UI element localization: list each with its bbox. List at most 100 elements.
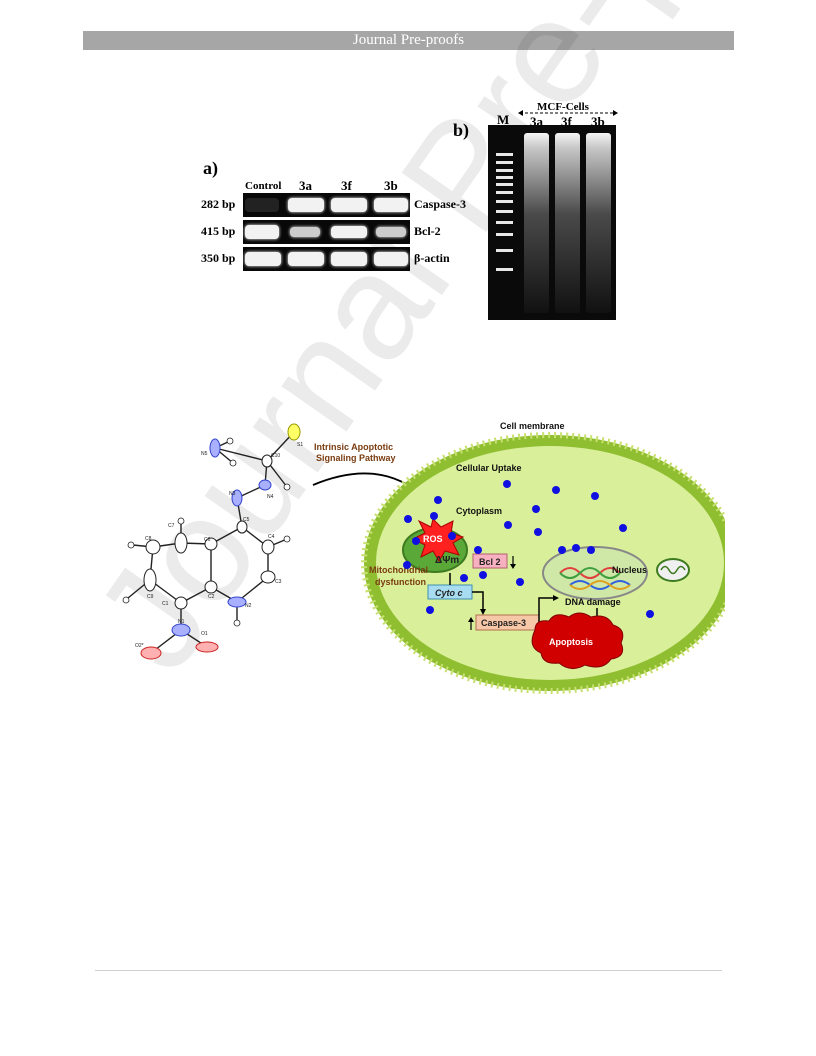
dna-damage-label: DNA damage <box>565 597 621 607</box>
atom-label: C7 <box>168 523 175 529</box>
atom-c9 <box>143 568 157 592</box>
gel-b-image <box>496 133 611 313</box>
gel-row-bcl2 <box>243 220 410 244</box>
atom-label: C1 <box>162 601 169 607</box>
cellular-uptake-label: Cellular Uptake <box>456 463 522 473</box>
mito-dysfunction-line2: dysfunction <box>375 577 426 587</box>
cytoplasm-label: Cytoplasm <box>456 506 502 516</box>
lane-label-3f: 3f <box>561 114 572 129</box>
ros-burst <box>411 518 465 562</box>
cell-membrane-label: Cell membrane <box>500 421 565 431</box>
footer-rule <box>95 970 722 971</box>
band-3b <box>376 227 406 237</box>
atom-c5 <box>236 520 248 534</box>
cytoc-to-caspase-arrowhead <box>480 609 486 615</box>
gene-label-bcl2: Bcl-2 <box>414 224 441 238</box>
pathway-title-line2: Signaling Pathway <box>316 453 396 463</box>
atom-c2 <box>204 580 218 594</box>
band-3a <box>288 198 324 212</box>
band-3b <box>374 198 408 212</box>
atom-c10 <box>261 454 273 468</box>
atom-c6 <box>204 537 218 551</box>
caspase-to-dna-arrow <box>538 597 555 622</box>
atom-label: N4 <box>267 494 274 500</box>
lane-label-m: M <box>497 112 510 127</box>
band-control <box>245 225 279 239</box>
pathway-title-line1: Intrinsic Apoptotic <box>314 442 393 452</box>
hydrogen-atoms <box>122 437 291 627</box>
gel-row-bactin <box>243 247 410 271</box>
lane-label-control: Control <box>245 180 282 192</box>
row-size-caspase3: 282 bp <box>201 197 236 211</box>
atom-label: S1 <box>297 442 303 448</box>
mitochondrion-small <box>656 558 690 582</box>
nucleus <box>542 546 648 600</box>
atom-label: N1 <box>178 619 185 625</box>
cyto-c-label: Cyto c <box>435 588 463 598</box>
atom-c1 <box>174 596 188 610</box>
atom-label: C5 <box>243 517 250 523</box>
atom-n2 <box>227 596 247 608</box>
atom-c3 <box>260 570 276 584</box>
atom-n4 <box>258 479 272 491</box>
gene-label-caspase3: Caspase-3 <box>414 197 467 211</box>
apoptosis-mechanism-diagram: S1 N5 C10 N4 N3 C5 C4 C6 C7 C8 C3 C9 C1 … <box>122 421 725 694</box>
atom-c7 <box>174 532 188 554</box>
band-3a <box>290 227 320 237</box>
atom-label: C8 <box>145 536 152 542</box>
bcl2-down-arrowhead <box>510 564 516 569</box>
atom-s1 <box>287 423 301 441</box>
mcf-cells-label: MCF-Cells <box>537 101 589 113</box>
atom-n1 <box>171 623 191 637</box>
atom-n5 <box>209 438 221 458</box>
atom-c4 <box>261 539 275 555</box>
row-size-bactin: 350 bp <box>201 251 236 265</box>
mcf-cells-bracket <box>518 110 618 116</box>
membrane-beads <box>361 432 725 694</box>
band-3f <box>331 252 367 266</box>
lane-label-3b: 3b <box>384 178 398 193</box>
band-control <box>245 252 281 266</box>
atom-label: N3 <box>229 491 236 497</box>
apoptosis-cloud <box>531 612 624 669</box>
atoms <box>140 423 301 660</box>
bcl2-box <box>472 553 508 569</box>
apoptosis-label: Apoptosis <box>549 637 593 647</box>
nucleus-label: Nucleus <box>612 565 647 575</box>
compound-dots <box>403 480 654 618</box>
atom-n3 <box>231 489 243 507</box>
gene-label-bactin: β-actin <box>414 251 450 265</box>
atom-label: O2* <box>135 643 144 649</box>
cytoc-to-caspase-arrow <box>472 591 484 611</box>
atom-label: C9 <box>147 594 154 600</box>
journal-header-title: Journal Pre-proofs <box>352 32 465 48</box>
atom-label: C4 <box>268 534 275 540</box>
caspase-to-dna-arrowhead <box>553 595 559 601</box>
atom-label: N5 <box>201 451 208 457</box>
bcl2-label: Bcl 2 <box>479 557 501 567</box>
band-3f <box>331 226 367 238</box>
lane-label-3a: 3a <box>299 178 312 193</box>
mitochondrion-cristae <box>660 565 686 575</box>
dna-helix <box>559 567 631 590</box>
panel-a-label: a) <box>203 158 218 178</box>
caspase3-up-arrowhead <box>468 617 474 622</box>
band-3f <box>331 198 367 212</box>
row-size-bcl2: 415 bp <box>201 224 236 238</box>
atom-label: O1 <box>201 631 208 637</box>
band-3b <box>374 252 408 266</box>
atom-label: N2 <box>245 603 252 609</box>
atom-label: C2 <box>208 594 215 600</box>
atom-label: C6 <box>204 537 211 543</box>
atom-o1 <box>195 641 219 653</box>
atom-o2 <box>140 646 162 660</box>
atom-label: C3 <box>275 579 282 585</box>
dna-fragmentation-gel <box>488 125 616 320</box>
journal-header-bar: Journal Pre-proofs <box>83 31 734 50</box>
gel-row-caspase3 <box>243 193 410 217</box>
atom-c8 <box>145 539 161 555</box>
atom-label: C10 <box>271 453 280 459</box>
panel-b-label: b) <box>453 120 470 140</box>
band-3a <box>288 252 324 266</box>
delta-psi-label: ΔΨm <box>435 555 459 566</box>
